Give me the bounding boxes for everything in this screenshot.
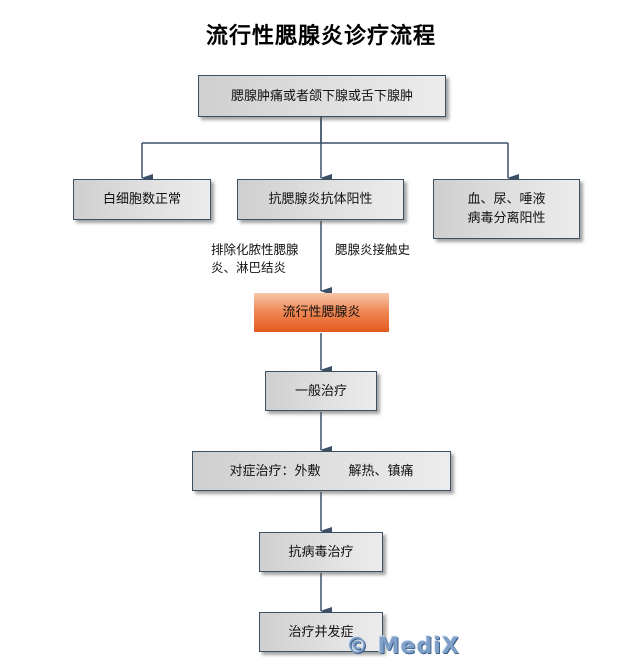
node-antibody-positive: 抗腮腺炎抗体阳性 [237, 179, 404, 220]
node-virus-isolation-line2: 病毒分离阳性 [467, 211, 546, 226]
node-start-label: 腮腺肿痛或者颌下腺或舌下腺肿 [230, 88, 413, 104]
node-general-treatment: 一般治疗 [265, 371, 377, 411]
note-exclusion-line2: 炎、淋巴结炎 [211, 260, 287, 275]
node-complications-label: 治疗并发症 [288, 624, 354, 640]
node-diagnosis-label: 流行性腮腺炎 [282, 305, 361, 320]
watermark: © MediX [346, 634, 460, 659]
node-virus-isolation: 血、尿、唾液 病毒分离阳性 [433, 179, 580, 239]
node-antiviral-label: 抗病毒治疗 [288, 544, 354, 560]
note-contact-history: 腮腺炎接触史 [335, 242, 411, 257]
note-exclusion-line1: 排除化脓性腮腺 [211, 242, 299, 257]
node-wbc-normal-label: 白细胞数正常 [102, 192, 181, 207]
node-symptomatic-part2: 解热、镇痛 [348, 463, 414, 479]
node-symptomatic-part1: 对症治疗：外敷 [229, 463, 321, 479]
node-general-treatment-label: 一般治疗 [294, 383, 347, 399]
note-exclusion: 排除化脓性腮腺 炎、淋巴结炎 [211, 241, 299, 277]
page-title: 流行性腮腺炎诊疗流程 [205, 24, 436, 49]
node-complications: 治疗并发症 [259, 612, 383, 652]
node-antiviral: 抗病毒治疗 [259, 532, 383, 572]
node-virus-isolation-line1: 血、尿、唾液 [467, 192, 546, 207]
node-symptomatic-treatment: 对症治疗：外敷 解热、镇痛 [192, 451, 451, 491]
node-start: 腮腺肿痛或者颌下腺或舌下腺肿 [198, 75, 446, 117]
node-wbc-normal: 白细胞数正常 [73, 179, 211, 220]
node-diagnosis: 流行性腮腺炎 [254, 293, 389, 332]
node-antibody-positive-label: 抗腮腺炎抗体阳性 [268, 192, 373, 207]
